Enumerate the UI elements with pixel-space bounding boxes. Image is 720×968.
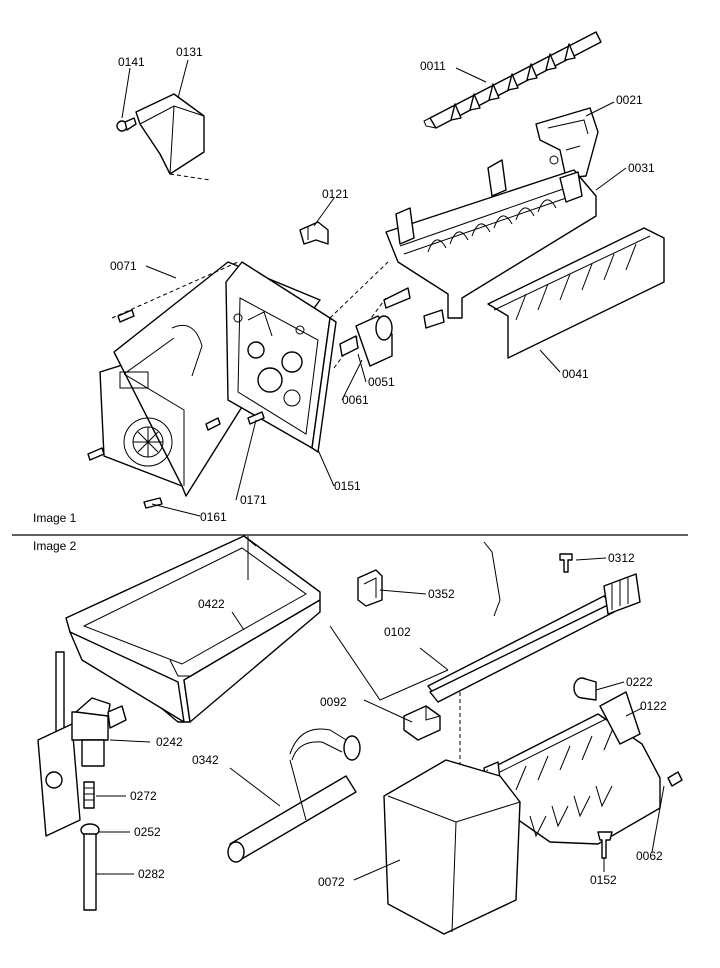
screw-0141-drawing: [116, 117, 137, 132]
label-0272: 0272: [130, 789, 157, 803]
label-0312: 0312: [608, 551, 635, 565]
label-0061: 0061: [342, 393, 369, 407]
label-0051: 0051: [368, 375, 395, 389]
image1-group: 0141 0131 0011 0021 0031 0121 0071 0041 …: [33, 31, 665, 525]
section-label-image1: Image 1: [33, 511, 77, 525]
label-0222: 0222: [626, 675, 653, 689]
leaders-image2: [96, 557, 665, 881]
label-0072: 0072: [318, 875, 345, 889]
label-0011: 0011: [420, 59, 446, 73]
clip-drawing: [299, 221, 329, 245]
label-0242: 0242: [156, 735, 183, 749]
section-label-image2: Image 2: [33, 539, 77, 553]
water-valve-drawing: [37, 651, 127, 911]
clip-0352-drawing: [357, 569, 383, 607]
shield-drawing: [487, 227, 665, 359]
label-0161: 0161: [200, 510, 227, 524]
label-0152: 0152: [590, 873, 617, 887]
fill-tube-drawing: [227, 728, 361, 863]
label-0062: 0062: [636, 849, 663, 863]
label-0171: 0171: [240, 493, 267, 507]
label-0041: 0041: [562, 367, 589, 381]
wire-harness-drawing: [329, 541, 641, 703]
label-0122: 0122: [640, 699, 667, 713]
gear-box-drawing: [225, 261, 337, 453]
connector-drawing: [403, 705, 441, 741]
label-0151: 0151: [334, 479, 361, 493]
label-0102: 0102: [384, 625, 411, 639]
ice-bucket-drawing: [65, 535, 321, 723]
leaders-image1: [121, 59, 627, 517]
cover-bracket-drawing: [135, 93, 211, 181]
label-0282: 0282: [138, 867, 165, 881]
screw-set-image2: [597, 771, 683, 859]
label-0352: 0352: [428, 587, 455, 601]
screw-set-image1: [87, 309, 265, 509]
front-cover-drawing: [383, 759, 521, 935]
label-0252: 0252: [134, 825, 161, 839]
label-0121: 0121: [322, 187, 349, 201]
label-0092: 0092: [320, 695, 347, 709]
image2-group: Image 2: [33, 535, 683, 935]
grommet-drawing: [573, 677, 597, 701]
motor-cam-drawing: [339, 287, 445, 367]
label-0071: 0071: [110, 259, 137, 273]
screw-0312-drawing: [559, 553, 573, 573]
label-0141: 0141: [118, 55, 145, 69]
label-0031: 0031: [628, 161, 655, 175]
mounting-bracket-drawing: [535, 107, 599, 179]
label-0131: 0131: [176, 45, 203, 59]
label-0342: 0342: [192, 753, 219, 767]
label-0021: 0021: [616, 93, 643, 107]
ice-mold-drawing: [385, 159, 597, 319]
label-0422: 0422: [198, 597, 225, 611]
ejector-rod-drawing: [423, 31, 602, 129]
